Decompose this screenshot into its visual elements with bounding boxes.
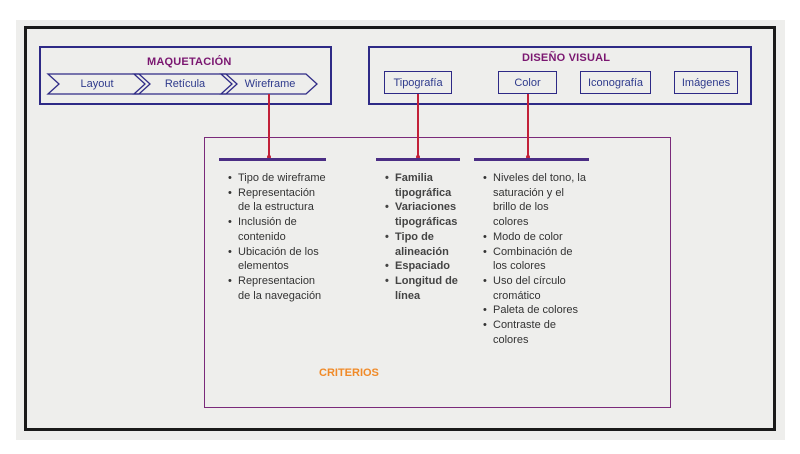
criteria-label: CRITERIOS	[319, 367, 379, 379]
list-item: Representación de la estructura	[228, 186, 330, 215]
list-item: Paleta de colores	[483, 303, 587, 318]
step-reticula: Retícula	[164, 78, 206, 90]
tipografia-criteria-list: Familia tipográfica Variaciones tipográf…	[385, 171, 469, 303]
item-iconografia: Iconografía	[580, 71, 651, 94]
list-item: Tipo de alineación	[385, 230, 469, 259]
list-item: Representacion de la navegación	[228, 274, 330, 303]
chevron-wireframe-shape	[219, 73, 318, 95]
wireframe-criteria-list: Tipo de wireframe Representación de la e…	[228, 171, 330, 303]
list-item: Modo de color	[483, 230, 587, 245]
connector-wireframe	[268, 94, 270, 157]
list-item: Niveles del tono, la saturación y el bri…	[483, 171, 587, 230]
item-tipografia: Tipografía	[384, 71, 452, 94]
list-item: Longitud de línea	[385, 274, 469, 303]
list-item: Variaciones tipográficas	[385, 200, 469, 229]
color-criteria-list: Niveles del tono, la saturación y el bri…	[483, 171, 587, 347]
item-color: Color	[498, 71, 557, 94]
list-item: Ubicación de los elementos	[228, 245, 330, 274]
diseno-visual-panel	[368, 46, 752, 105]
connector-color-end	[526, 155, 530, 159]
item-imagenes: Imágenes	[674, 71, 738, 94]
list-item: Contraste de colores	[483, 318, 587, 347]
step-wireframe: Wireframe	[244, 78, 296, 90]
list-item: Tipo de wireframe	[228, 171, 330, 186]
outer-frame	[24, 26, 776, 431]
list-item: Familia tipográfica	[385, 171, 469, 200]
criteria-box	[204, 137, 671, 408]
step-layout: Layout	[80, 78, 114, 90]
diseno-visual-title: DISEÑO VISUAL	[522, 52, 611, 64]
connector-wireframe-end	[267, 155, 271, 159]
connector-tipografia	[417, 94, 419, 157]
connector-tipografia-end	[416, 155, 420, 159]
maquetacion-panel	[39, 46, 332, 105]
rule-color	[474, 158, 589, 161]
connector-color	[527, 94, 529, 157]
list-item: Inclusión de contenido	[228, 215, 330, 244]
list-item: Uso del círculo cromático	[483, 274, 587, 303]
maquetacion-title: MAQUETACIÓN	[147, 56, 232, 68]
rule-wireframe	[219, 158, 326, 161]
list-item: Combinación de los colores	[483, 245, 587, 274]
list-item: Espaciado	[385, 259, 469, 274]
rule-tipografia	[376, 158, 460, 161]
